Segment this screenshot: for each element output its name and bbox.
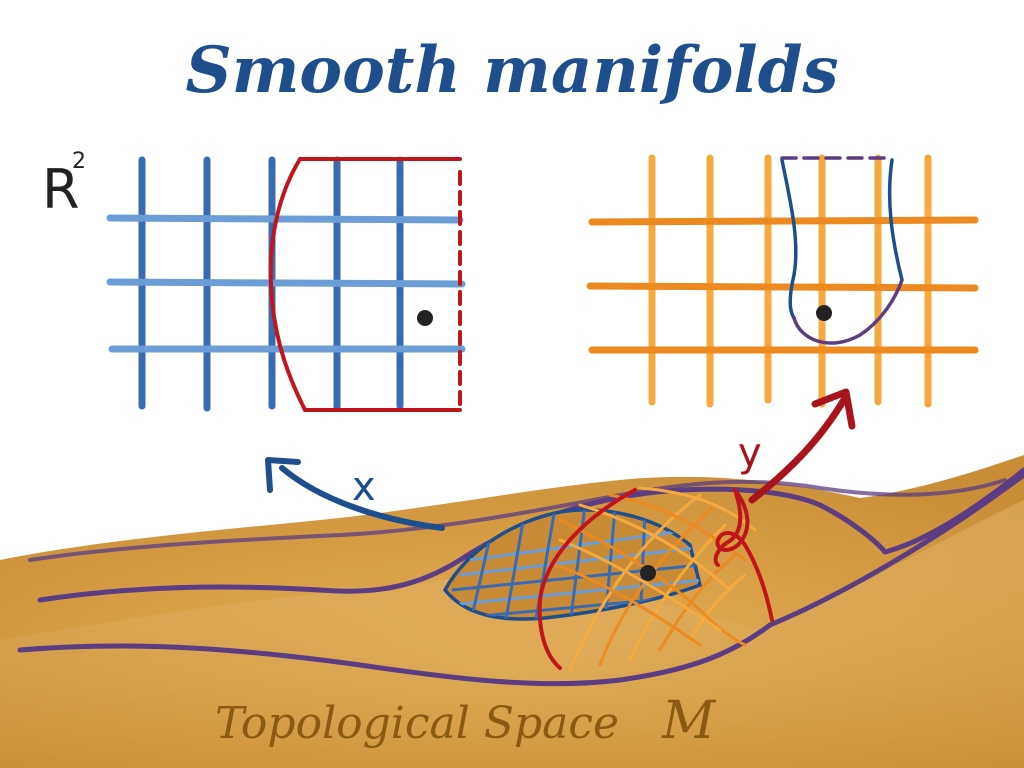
chart-map-x: x	[265, 457, 445, 531]
chart-map-y: y	[738, 388, 856, 504]
left-r2-grid: R 2	[42, 149, 466, 412]
page-title: Smooth manifolds	[185, 33, 838, 108]
left-chart-region	[268, 157, 462, 412]
map-x-label: x	[352, 464, 376, 510]
map-y-label: y	[738, 430, 762, 476]
right-grid	[586, 154, 979, 408]
left-grid-horizontal-lines	[106, 214, 466, 353]
grid-line	[106, 214, 464, 224]
point-marker	[640, 565, 656, 581]
orange-chart-patch	[553, 486, 757, 672]
manifold-label: Topological Space	[215, 698, 619, 749]
manifold-surface	[0, 455, 1024, 768]
manifold-symbol: M	[661, 691, 717, 751]
r2-exponent: 2	[72, 149, 86, 174]
point-marker	[816, 305, 832, 321]
right-chart-region	[780, 156, 904, 345]
grid-line	[586, 282, 979, 292]
point-marker	[417, 310, 433, 326]
grid-line	[588, 216, 979, 226]
red-chart-patch	[537, 488, 774, 670]
right-grid-horizontal-lines	[586, 216, 979, 354]
grid-line	[106, 278, 466, 288]
r2-label: R	[42, 158, 80, 221]
right-grid-vertical-lines	[648, 154, 932, 408]
